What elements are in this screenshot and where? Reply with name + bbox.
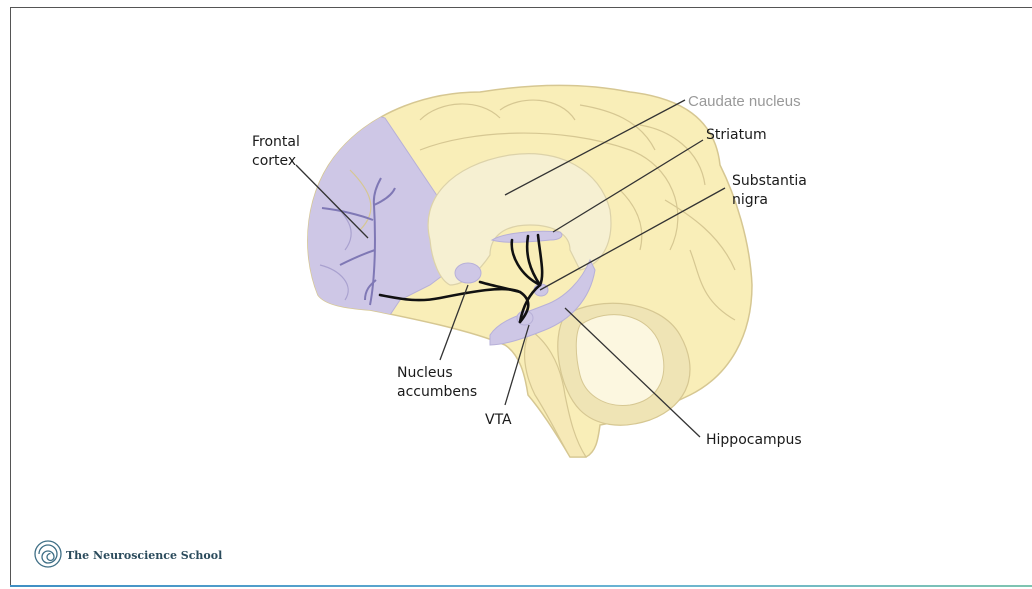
nucleus-accumbens-blob [455,263,481,283]
spiral-logo-icon [35,541,61,567]
hippocampus-label: Hippocampus [706,432,802,448]
logo-text: The Neuroscience School [66,549,222,562]
substantia-nigra-label: Substantia nigra [732,173,811,208]
striatum-label: Striatum [706,127,767,143]
vta-label: VTA [485,412,512,428]
frontal-cortex-label: Frontal cortex [252,134,304,169]
logo: The Neuroscience School [35,541,222,567]
caudate-nucleus-label: Caudate nucleus [688,93,801,110]
nucleus-accumbens-label: Nucleus accumbens [397,365,477,400]
